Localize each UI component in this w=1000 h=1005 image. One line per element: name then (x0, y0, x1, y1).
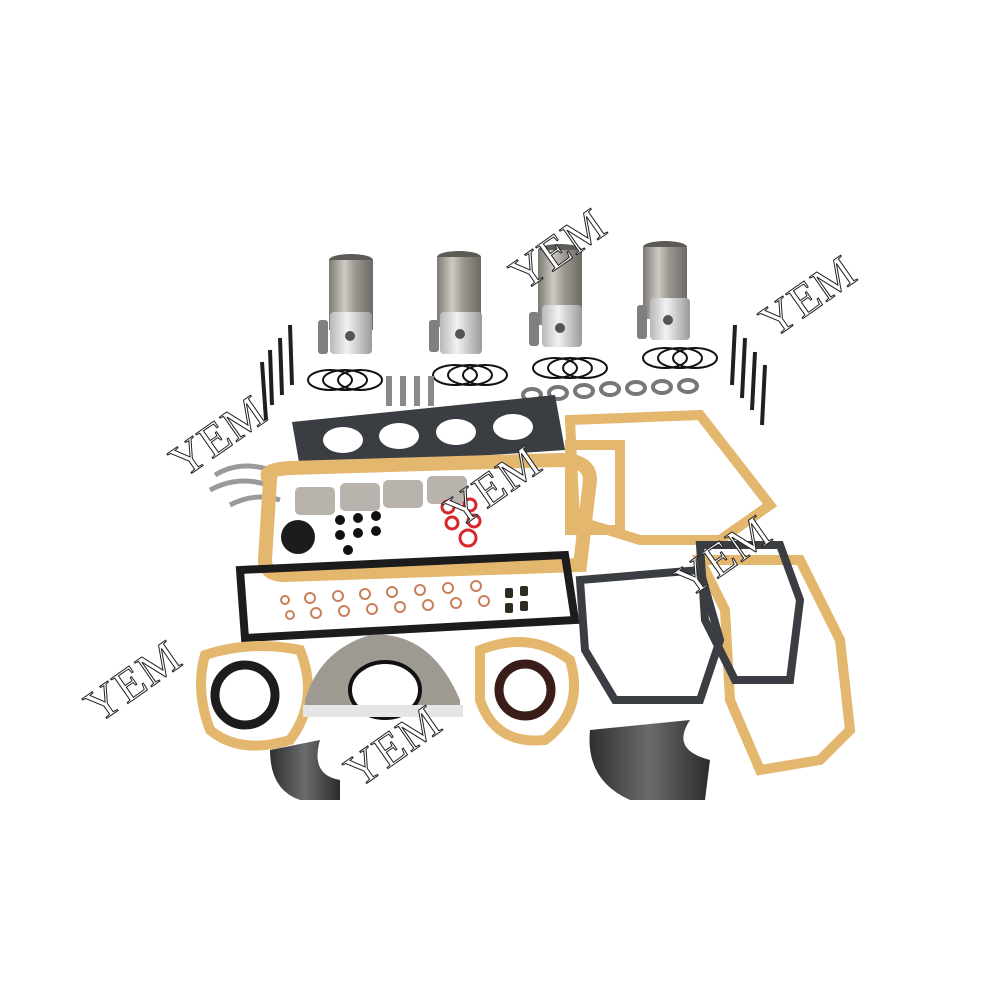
valve-cover-gasket (235, 550, 580, 643)
rear-seal-housing (303, 634, 463, 720)
valves-right (730, 324, 767, 426)
cylinder-head-gasket (292, 395, 565, 468)
dark-gaskets (575, 541, 805, 704)
valve-guides (386, 376, 434, 406)
valves-left (260, 324, 294, 421)
pistons (318, 298, 690, 354)
valve-seats (521, 378, 699, 403)
rod-bearings (270, 740, 340, 800)
timing-cover-gaskets (196, 409, 856, 776)
main-bearings (589, 720, 710, 800)
crank-oil-seals (210, 659, 556, 730)
piston-rings (307, 347, 718, 391)
